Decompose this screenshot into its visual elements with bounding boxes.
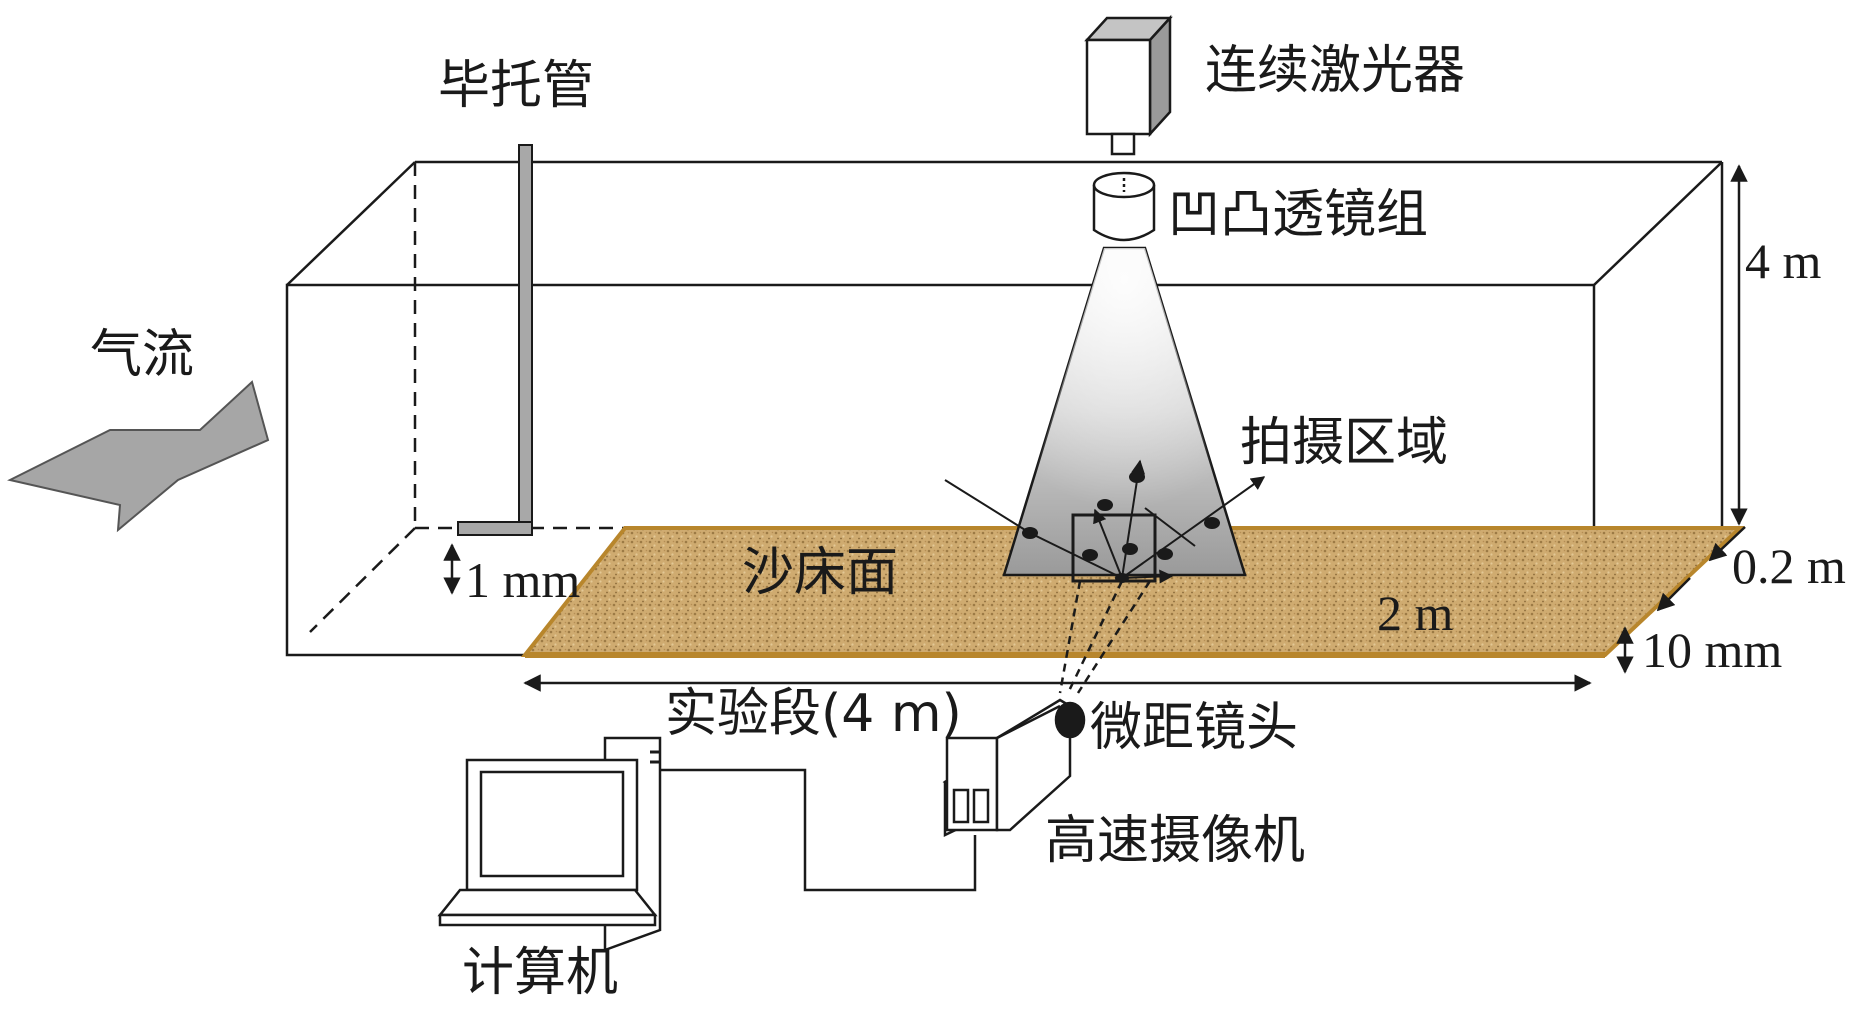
- laser-label: 连续激光器: [1205, 41, 1465, 101]
- lens-body: [1092, 185, 1156, 242]
- particle-dot: [1157, 548, 1173, 560]
- tunnel-edge-top-left: [286, 161, 416, 286]
- pitot-stem: [518, 144, 533, 532]
- camera-body: [995, 698, 1072, 832]
- shoot-area-label: 拍摄区域: [1240, 413, 1448, 473]
- particle-dot: [1122, 543, 1138, 555]
- trajectory-line: [1144, 507, 1196, 547]
- airflow-arrow-icon: [7, 380, 270, 533]
- trajectory-arrow: [1121, 569, 1174, 584]
- computer-icon: [437, 736, 662, 952]
- particle-dot: [1204, 517, 1220, 529]
- test-section-label: 实验段(4 m): [665, 684, 962, 744]
- shooting-area-window: [1071, 513, 1157, 583]
- sand-bed-label: 沙床面: [742, 543, 898, 603]
- width-arrow: [1656, 577, 1691, 612]
- tunnel-hidden-diagonal: [309, 527, 416, 633]
- trajectory-line: [1029, 532, 1123, 579]
- particle-dot: [1129, 471, 1145, 483]
- trajectory-arrow: [1121, 476, 1266, 579]
- camera-port: [972, 788, 990, 824]
- particle-dot: [1097, 499, 1113, 511]
- laser-device: [1084, 14, 1173, 156]
- keyboard-top: [437, 888, 658, 917]
- high-speed-camera-icon: [942, 698, 1086, 837]
- particle-dot: [1022, 527, 1038, 539]
- lens-group-icon: [1092, 171, 1156, 242]
- width-label: 0.2 m: [1732, 538, 1846, 594]
- laser-nozzle: [1110, 132, 1136, 156]
- trajectory-arrow: [1093, 508, 1123, 579]
- laser-sheet-glow: [1004, 248, 1245, 575]
- sightline: [1058, 580, 1082, 694]
- pitot-height-label: 1 mm: [465, 552, 580, 608]
- lens-group-label: 凹凸透镜组: [1168, 185, 1428, 245]
- airflow-label: 气流: [90, 325, 194, 385]
- bed-length-label: 2 m: [1377, 585, 1454, 641]
- particle-dot: [1115, 573, 1129, 583]
- trajectory-line: [944, 479, 1031, 534]
- pitot-label: 毕托管: [438, 56, 594, 116]
- data-cable: [660, 768, 977, 892]
- pitot-tube: [457, 144, 533, 536]
- sand-bed: [520, 526, 1746, 658]
- bed-thickness-label: 10 mm: [1642, 622, 1782, 678]
- camera-edge: [996, 704, 1061, 740]
- height-label: 4 m: [1745, 233, 1822, 289]
- tunnel-edge-top-right: [1593, 161, 1723, 286]
- sand-particles: [1022, 471, 1220, 583]
- monitor-screen: [479, 770, 625, 878]
- camera-port: [952, 788, 970, 824]
- macro-lens-icon: [1054, 701, 1086, 739]
- particle-dot: [1082, 549, 1098, 561]
- width-arrow: [1708, 526, 1746, 562]
- laser-front-face: [1085, 38, 1152, 136]
- laser-side-face: [1148, 14, 1172, 138]
- computer-label: 计算机: [462, 943, 618, 1003]
- macro-lens-label: 微距镜头: [1090, 698, 1298, 758]
- keyboard-base: [438, 913, 657, 927]
- pitot-tip: [457, 521, 533, 536]
- high-speed-camera-label: 高速摄像机: [1045, 811, 1305, 871]
